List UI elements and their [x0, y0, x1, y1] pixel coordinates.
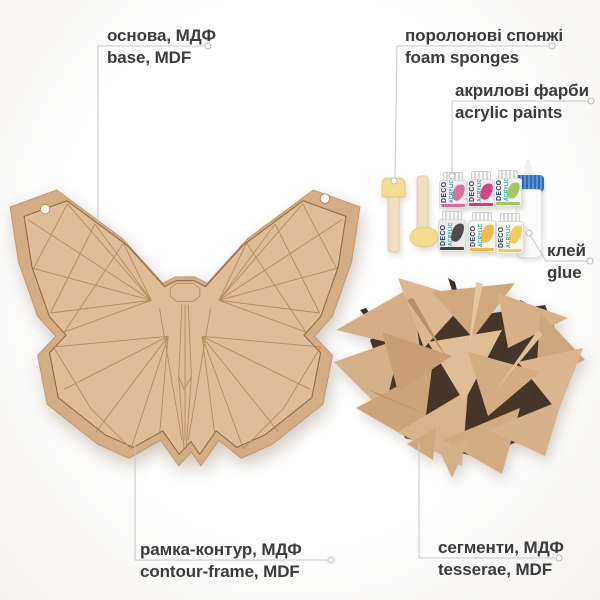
paint-brand-text: DECO — [469, 180, 476, 202]
paint-bottle: DECO ACRYLIC — [467, 171, 495, 208]
foam-sponge-tip-down — [409, 175, 439, 248]
label-paints-en: acrylic paints — [455, 103, 563, 122]
paint-line-text: ACRYLIC — [504, 178, 510, 201]
foam-sponge-tip-up — [381, 177, 406, 253]
label-base-en: base, MDF — [107, 48, 192, 67]
paint-bottle: DECO ACRYLIC — [438, 211, 466, 252]
label-tesserae-uk: сегменти, МДФ — [438, 538, 564, 557]
paint-brand-text: DECO — [441, 181, 448, 203]
butterfly-base-and-frame — [9, 189, 361, 467]
label-tesserae-en: tesserae, MDF — [438, 560, 552, 579]
label-sponges-en: foam sponges — [405, 48, 520, 67]
paint-bottle-cap — [442, 211, 462, 220]
paint-brand-text: DECO — [496, 179, 503, 201]
label-frame: рамка-контур, МДФ contour-frame, MDF — [140, 539, 302, 583]
paint-bottle: DECO ACRYLIC — [496, 213, 524, 254]
label-sponges: поролонові спонжі foam sponges — [405, 25, 563, 69]
paint-line-text: ACRYLIC — [478, 223, 484, 247]
paint-bottle: DECO ACRYLIC — [494, 170, 522, 207]
label-frame-uk: рамка-контур, МДФ — [140, 540, 302, 559]
paint-line-text: ACRYLIC — [448, 222, 454, 246]
paint-bottle: DECO ACRYLIC — [439, 172, 467, 209]
label-frame-en: contour-frame, MDF — [140, 562, 300, 581]
hanging-hole-left — [39, 203, 51, 215]
paint-bottle-cap — [472, 212, 492, 221]
engraved-facet-lines — [27, 203, 343, 449]
tesserae-pile — [334, 278, 585, 478]
label-paints-uk: акрилові фарби — [455, 81, 589, 100]
label-glue-en: glue — [547, 263, 582, 282]
paint-line-text: ACRYLIC — [506, 224, 512, 248]
label-paints: акрилові фарби acrylic paints — [455, 80, 589, 124]
hanging-hole-right — [319, 193, 331, 204]
paint-brand-text: DECO — [440, 224, 447, 246]
paint-line-text: ACRYLIC — [477, 179, 483, 202]
paint-bottle: DECO ACRYLIC — [468, 212, 496, 253]
label-glue-uk: клей — [547, 241, 586, 260]
label-tesserae: сегменти, МДФ tesserae, MDF — [438, 537, 564, 581]
label-sponges-uk: поролонові спонжі — [405, 26, 563, 45]
label-glue: клей glue — [547, 240, 586, 284]
paint-line-text: ACRYLIC — [449, 180, 455, 203]
label-base: основа, МДФ base, MDF — [107, 25, 216, 69]
paint-brand-text: DECO — [498, 226, 505, 248]
label-base-uk: основа, МДФ — [107, 26, 216, 45]
paint-bottle-cap — [500, 213, 520, 222]
paint-brand-text: DECO — [470, 225, 477, 247]
